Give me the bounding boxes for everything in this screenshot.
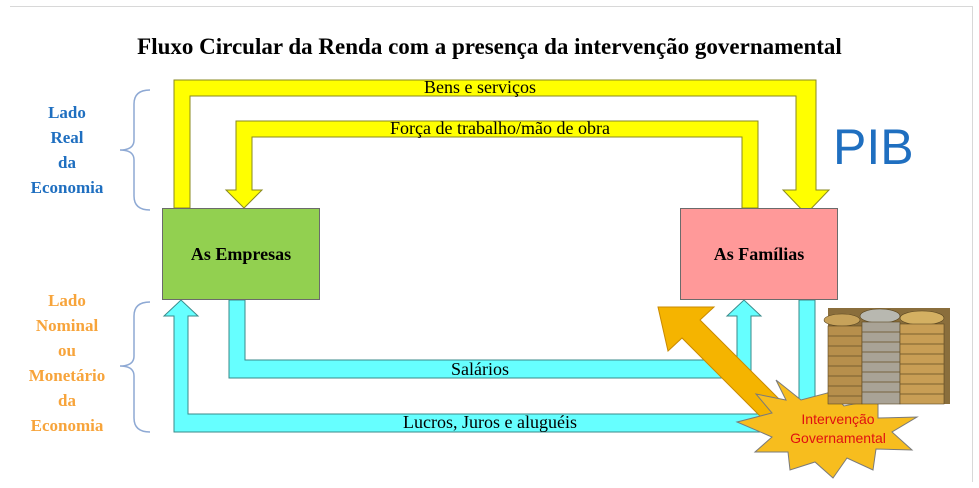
side-label-nominal: Lado Nominal ou Monetário da Economia: [4, 288, 130, 438]
gov-line: Governamental: [790, 430, 886, 446]
government-intervention-label: Intervenção Governamental: [773, 410, 903, 448]
brace-real: [119, 89, 151, 211]
side-nominal-line: Monetário: [28, 366, 106, 385]
label-bens-servicos: Bens e serviços: [424, 77, 536, 97]
side-real-line: da: [58, 153, 76, 172]
diagram-title: Fluxo Circular da Renda com a presença d…: [137, 34, 842, 59]
familias-label: As Famílias: [713, 243, 805, 264]
side-real-line: Lado: [48, 103, 86, 122]
label-lucros: Lucros, Juros e aluguéis: [403, 412, 577, 432]
familias-box: As Famílias: [680, 208, 838, 300]
empresas-box: As Empresas: [162, 208, 320, 300]
side-real-line: Economia: [30, 178, 104, 197]
side-real-line: Real: [50, 128, 84, 147]
side-nominal-line: Lado: [48, 291, 86, 310]
label-forca-trabalho: Força de trabalho/mão de obra: [390, 118, 610, 138]
label-salarios: Salários: [451, 359, 509, 379]
side-nominal-line: Nominal: [35, 316, 99, 335]
coins-image: [823, 308, 950, 405]
side-label-real: Lado Real da Economia: [12, 100, 122, 200]
bens-servicos-flow: [173, 79, 831, 215]
forca-trabalho-flow: [224, 120, 759, 209]
side-nominal-line: ou: [58, 341, 76, 360]
side-nominal-line: da: [58, 391, 76, 410]
side-nominal-line: Economia: [30, 416, 104, 435]
gov-line: Intervenção: [801, 411, 875, 427]
brace-nominal: [119, 301, 151, 433]
pib-label: PIB: [833, 119, 914, 175]
empresas-label: As Empresas: [190, 243, 292, 264]
diagram-frame: [10, 6, 973, 482]
salarios-flow: [228, 299, 763, 379]
